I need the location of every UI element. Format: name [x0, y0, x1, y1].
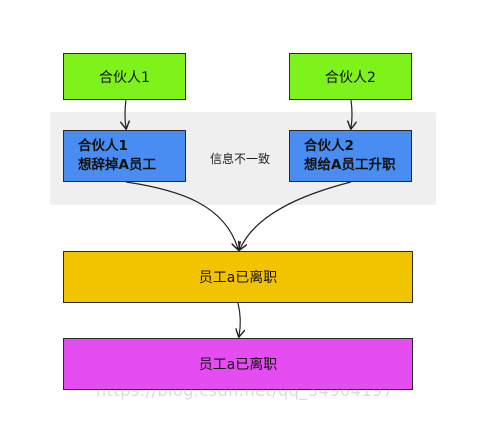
result1-label: 员工a已离职	[198, 270, 278, 286]
partner1-decision-node: 合伙人1 想辞掉A员工	[63, 130, 186, 182]
partner1-label: 合伙人1	[99, 69, 150, 86]
partner2-label: 合伙人2	[325, 69, 376, 86]
edge-decision1-to-result1	[125, 181, 238, 249]
result1-node: 员工a已离职	[63, 251, 413, 303]
decision1-line1: 合伙人1	[78, 138, 128, 154]
edge-decision2-to-result1	[240, 181, 352, 249]
edge-partner2-to-decision2	[351, 99, 352, 128]
partner2-decision-node: 合伙人2 想给A员工升职	[289, 130, 412, 182]
edge-result1-to-result2	[238, 302, 240, 336]
partner1-node: 合伙人1	[63, 53, 186, 100]
partner2-node: 合伙人2	[289, 53, 412, 100]
edge-partner1-to-decision1	[125, 99, 126, 128]
watermark: https://blog.csdn.net/qq_34964197	[96, 381, 394, 400]
result2-label: 员工a已离职	[198, 357, 278, 373]
decision1-line2: 想辞掉A员工	[78, 157, 156, 173]
conflict-label: 信息不一致	[210, 152, 271, 166]
decision2-line2: 想给A员工升职	[304, 157, 396, 173]
decision2-line1: 合伙人2	[304, 138, 354, 154]
result2-node: 员工a已离职	[63, 338, 413, 390]
